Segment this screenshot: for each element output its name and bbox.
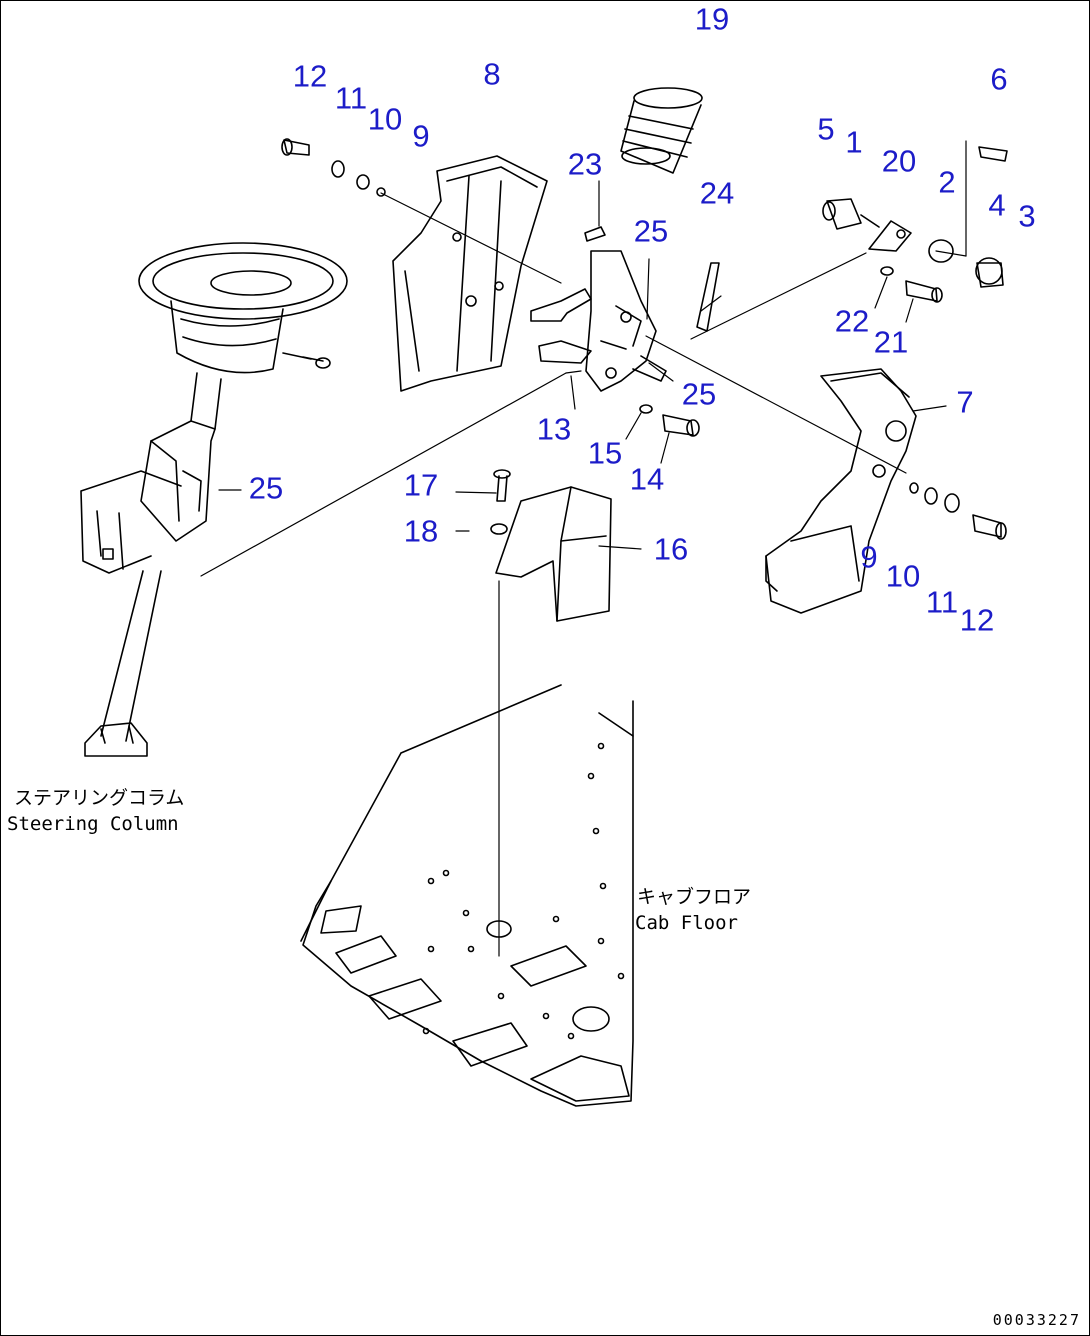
callout-11: 11 bbox=[334, 80, 368, 116]
callout-25-top: 25 bbox=[633, 213, 669, 249]
callout-25-left: 25 bbox=[248, 470, 284, 506]
callout-6: 6 bbox=[990, 61, 1008, 97]
column-cover-8 bbox=[392, 155, 548, 392]
assembly-lines bbox=[200, 140, 967, 957]
steering-column-caption-jp: ステアリングコラム bbox=[14, 787, 185, 809]
callout-18: 18 bbox=[403, 513, 439, 549]
cab-floor-caption-jp: キャブフロア bbox=[637, 886, 752, 908]
bellows-19 bbox=[620, 87, 703, 174]
drawing-code: 00033227 bbox=[992, 1311, 1081, 1329]
callout-19: 19 bbox=[694, 1, 730, 37]
cab-floor bbox=[300, 684, 634, 1107]
fasteners-right bbox=[909, 482, 1007, 540]
fasteners-left bbox=[281, 138, 386, 197]
callout-24: 24 bbox=[699, 175, 735, 211]
callout-14: 14 bbox=[629, 461, 665, 497]
callout-11-right: 11 bbox=[925, 584, 959, 620]
cab-floor-caption-en: Cab Floor bbox=[635, 912, 738, 934]
callout-7: 7 bbox=[956, 384, 974, 420]
callout-8: 8 bbox=[483, 56, 501, 92]
console-cover-7 bbox=[765, 368, 917, 614]
callout-17: 17 bbox=[403, 467, 439, 503]
callout-16: 16 bbox=[653, 531, 689, 567]
callout-10: 10 bbox=[367, 101, 403, 137]
callout-12: 12 bbox=[292, 58, 328, 94]
callout-3: 3 bbox=[1018, 198, 1036, 234]
callout-10-right: 10 bbox=[885, 558, 921, 594]
callout-22: 22 bbox=[834, 303, 870, 339]
callout-5: 5 bbox=[817, 111, 835, 147]
leader-lines bbox=[218, 180, 947, 550]
callout-1: 1 bbox=[845, 124, 863, 160]
callout-4: 4 bbox=[988, 187, 1006, 223]
steering-column-caption-en: Steering Column bbox=[7, 813, 179, 835]
switch-assembly bbox=[822, 146, 1008, 303]
center-bracket-mechanism bbox=[530, 226, 720, 392]
callout-13: 13 bbox=[536, 411, 572, 447]
callout-21: 21 bbox=[873, 324, 909, 360]
callout-2: 2 bbox=[938, 164, 956, 200]
callout-9: 9 bbox=[412, 118, 430, 154]
callout-20: 20 bbox=[881, 143, 917, 179]
callout-25-middle: 25 bbox=[681, 376, 717, 412]
steering-column-assembly bbox=[80, 242, 348, 757]
callout-9-right: 9 bbox=[860, 539, 878, 575]
bolt-14-washer-15 bbox=[639, 404, 700, 437]
bracket-16 bbox=[490, 469, 612, 622]
callout-23: 23 bbox=[567, 146, 603, 182]
callout-15: 15 bbox=[587, 435, 623, 471]
callout-12-right: 12 bbox=[959, 602, 995, 638]
